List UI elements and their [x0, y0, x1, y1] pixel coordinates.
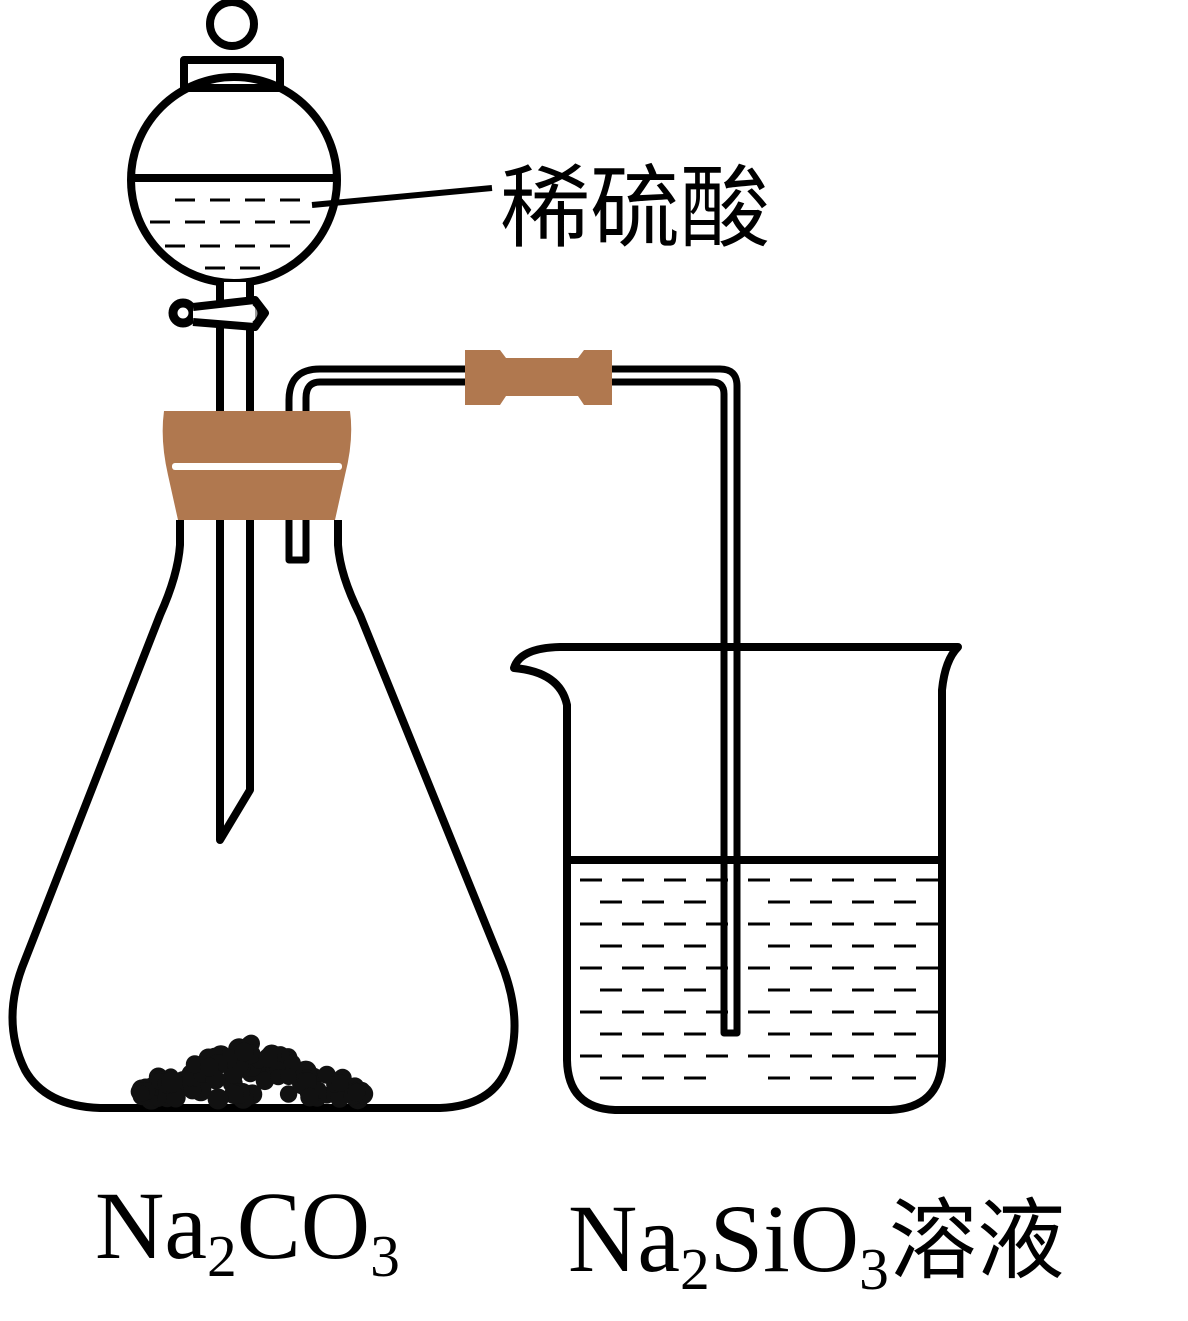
beaker	[510, 643, 962, 1114]
solution-word: 溶液	[888, 1189, 1065, 1292]
formula-part: Na	[95, 1172, 207, 1279]
delivery-tube	[285, 365, 741, 1037]
solid-particle	[258, 1048, 278, 1068]
solid-particle	[297, 1072, 317, 1092]
solid-particle	[279, 1085, 298, 1103]
solid-particle	[300, 1087, 319, 1107]
formula-subscript: 3	[859, 1235, 889, 1302]
solid-particle	[234, 1042, 254, 1062]
solid-particle	[132, 1085, 150, 1103]
formula-subscript: 3	[370, 1222, 400, 1289]
dilute-sulfuric-acid-label: 稀硫酸	[500, 156, 770, 261]
sodium-carbonate-label: Na2CO3	[95, 1170, 400, 1291]
sodium-silicate-solution-label: Na2SiO3溶液	[568, 1170, 1065, 1304]
solid-particle	[185, 1055, 204, 1074]
solid-particle	[283, 1054, 301, 1072]
solid-particle	[347, 1083, 366, 1102]
acid-liquid-dashes	[150, 198, 310, 270]
formula-part: Na	[568, 1185, 680, 1292]
formula-part: CO	[236, 1172, 371, 1279]
formula-part: SiO	[709, 1185, 860, 1292]
solid-particle	[331, 1074, 349, 1092]
rubber-stopper	[162, 411, 352, 520]
solid-particle	[199, 1057, 220, 1077]
solid-particle	[207, 1088, 229, 1110]
sodium-carbonate-solid	[130, 1034, 374, 1110]
solid-particle	[161, 1071, 183, 1093]
formula-subscript: 2	[206, 1222, 237, 1289]
solution-liquid-dashes	[580, 878, 938, 1080]
solid-particle	[224, 1084, 244, 1105]
solid-particle	[255, 1071, 275, 1091]
solid-particle	[280, 1068, 297, 1086]
stopcock	[168, 296, 269, 331]
conical-flask	[8, 520, 519, 1112]
rubber-connector	[465, 350, 612, 405]
acid-label-pointer	[311, 185, 493, 208]
formula-subscript: 2	[679, 1235, 710, 1302]
